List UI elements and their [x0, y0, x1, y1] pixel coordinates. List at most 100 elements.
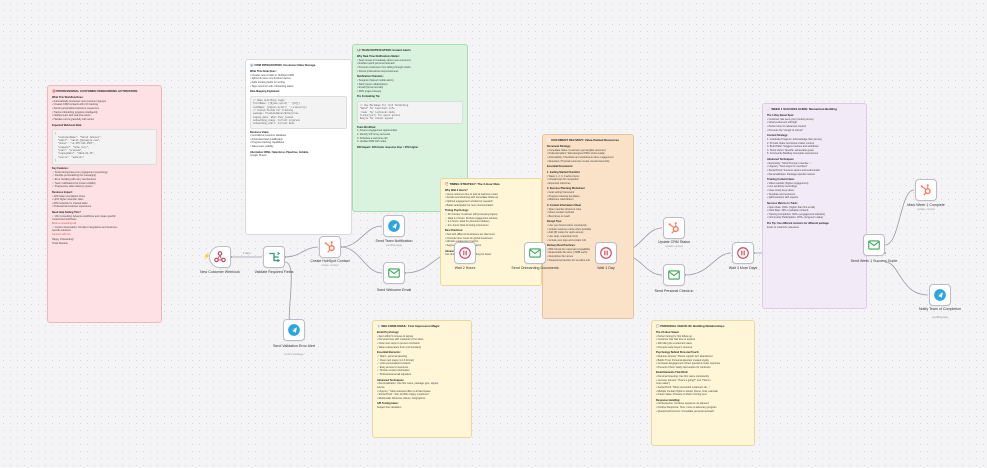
note-line: Notification Channels: [357, 75, 384, 79]
note-line: 2. Provide Value: Exclusive insider cont… [767, 141, 815, 145]
node-label: Update CRM Status [658, 240, 690, 244]
node-label: Mark Week 1 Complete [907, 203, 945, 207]
note-line: Personal tone with customer's first name [377, 338, 467, 342]
note-body: What This Workflow Does: Automatically p… [52, 96, 157, 245]
note-timing-strategy[interactable]: ⏰ TIMING STRATEGY: The 2-Hour Rule Why W… [440, 178, 542, 286]
node-send-team-notification[interactable] [383, 215, 405, 237]
note-line: Automated lead qualification [250, 138, 347, 142]
note-line: Professionalism: Well-designed PDFs show… [547, 152, 629, 156]
code-line: [Links](url) for quick access [360, 114, 400, 118]
note-line: Increases Engagement: Direct questions i… [656, 362, 750, 366]
telegram-icon [288, 324, 300, 336]
note-line: Checkboxes for completion [547, 178, 629, 182]
note-line: Social Proof: "Most successful customers… [656, 386, 750, 390]
note-week1-success-guide[interactable]: 📈 WEEK 1 SUCCESS GUIDE: Momentum Buildin… [762, 103, 867, 309]
hubspot-icon [920, 184, 931, 196]
code-line: "email": "sarah.j@example.com", [55, 138, 101, 142]
node-send-personal-check-in[interactable] [663, 264, 685, 286]
note-line: Splits full name into first/last names [250, 77, 347, 81]
note-line: Include your logo and contact info [547, 239, 629, 243]
note-line: Still riding the excitement wave [656, 342, 750, 346]
note-link[interactable]: Book a consulting call [52, 221, 77, 225]
note-title: 💬 PERSONAL CHECK-IN: Building Relationsh… [656, 324, 725, 328]
node-notify-team-of-completion[interactable] [929, 284, 951, 306]
note-title: 📈 WEEK 1 SUCCESS GUIDE: Momentum Buildin… [767, 107, 837, 111]
wire-guide-complete [884, 189, 915, 246]
code-line: } [55, 158, 57, 162]
note-line: Success Metrics to Track: [767, 201, 798, 205]
node-send-welcome-email[interactable] [383, 262, 405, 284]
node-subtitle: create: contact [321, 264, 339, 267]
note-line: 3. Build Habit: Suggest routines and wor… [767, 145, 819, 149]
note-line: Professional customer experience [52, 205, 157, 209]
note-line: Clear next steps (1-2-3 format) [377, 359, 467, 363]
note-line: more sales") [656, 382, 670, 386]
note-line: Click Rate: 15%+ (valuable content) [767, 209, 862, 213]
note-line: Initial excitement still high [767, 121, 862, 125]
node-create-hubspot-contact[interactable] [319, 236, 341, 258]
note-line: Data Mapping Explained: [250, 90, 280, 94]
note-line: 1. Celebrate Progress: Acknowledge their… [767, 137, 822, 141]
note-line: Reduces Anxiety: Shows support isn't aba… [656, 355, 750, 359]
note-line: Urgency: "Slots selected offers to limit… [377, 390, 467, 394]
note-document-delivery[interactable]: 📄 DOCUMENT DELIVERY: Value-Packed Resour… [542, 134, 634, 319]
note-line: Positive Response: Tone, move to advocac… [656, 406, 750, 410]
note-line: Expected outcomes [547, 182, 629, 186]
note-line: Expected Webhook Data: [52, 123, 82, 127]
node-new-customer-webhook[interactable] [209, 246, 231, 268]
note-title: 🎯 PROFESSIONAL CUSTOMER ONBOARDING AUTOM… [52, 89, 138, 93]
note-line: Sends personalized welcome sequences [52, 107, 157, 111]
node-send-week-1-success-guide[interactable] [863, 234, 885, 256]
email-icon [668, 270, 680, 280]
note-line: 3. Contact Information Sheet [547, 203, 582, 207]
note-line: Monitor engagement metrics [445, 240, 537, 244]
note-line: Goal setting framework [547, 191, 629, 195]
node-mark-week-1-complete[interactable] [915, 179, 937, 201]
node-send-validation-error-alert[interactable] [283, 319, 305, 341]
note-line: 40% faster completion times [52, 195, 157, 199]
node-wait-1-day[interactable] [595, 242, 617, 264]
note-line: Custom Automation: Complex integrations … [52, 226, 157, 230]
node-subtitle: update: contact [917, 208, 935, 211]
node-subtitle: update: contact [665, 245, 683, 248]
note-crm-integration[interactable]: 🏢 CRM INTEGRATION: Customer Data Storage… [245, 59, 352, 235]
note-line: Open Rate: 45%+ (higher than first email… [767, 206, 862, 210]
note-line: Links personalized contacts [377, 362, 467, 366]
code-line: // Custom fields for tracking [253, 108, 293, 112]
webhook-icon [214, 251, 226, 263]
note-link[interactable]: Connect with me [52, 232, 71, 236]
note-line: 1. Assess engagement opportunities [357, 129, 398, 133]
hubspot-icon [668, 222, 679, 234]
note-line: Essential Documents: [547, 165, 574, 169]
node-validate-required-fields[interactable] [263, 246, 285, 268]
note-personal-check-in[interactable]: 💬 PERSONAL CHECK-IN: Building Relationsh… [651, 320, 755, 446]
node-wait-2-hours[interactable] [454, 242, 476, 264]
note-line: Document Strategy: [547, 145, 571, 149]
email-icon [529, 248, 541, 258]
trigger-bolt-icon: ⚡ [203, 254, 211, 260]
note-line: Multimedia: Welcome videos, infographics [377, 397, 467, 401]
code-line: *Bold* for important info [360, 107, 395, 111]
note-onboarding-automation[interactable]: 🎯 PROFESSIONAL CUSTOMER ONBOARDING AUTOM… [47, 85, 162, 323]
note-line: A/B Testing Ideas: [377, 402, 399, 406]
note-line: 24+ hours: Risk of losing momentum [445, 224, 537, 228]
node-send-onboarding-documents[interactable] [524, 242, 546, 264]
note-line: 2. Identify VIP & key accounts [357, 132, 391, 136]
note-welcome-email[interactable]: 📧 WELCOME EMAIL: First Impression Magic … [372, 320, 472, 438]
note-line: Exclusivity: "Most Premium member..." [767, 162, 862, 166]
note-line: source [377, 385, 385, 389]
note-line: Shows professional responsiveness [357, 70, 463, 74]
node-label: Notify Team of Completion [918, 307, 962, 311]
hubspot-icon [324, 241, 335, 253]
pause-icon [459, 247, 471, 259]
note-line: Social Proof: "Join 10,000+ happy custom… [377, 393, 467, 397]
note-line: Psychology Behind Personal Touch: [656, 351, 700, 355]
wire-hubspot-welcome [340, 246, 383, 274]
code-line: // Name splitting logic [253, 98, 285, 102]
node-wait-3-more-days[interactable] [732, 242, 754, 264]
note-line: Pro Formatting Tip: [357, 95, 381, 99]
note-line: Warm, personal greeting [377, 355, 467, 359]
note-line: Human contact information [377, 369, 467, 373]
node-update-crm-status[interactable] [663, 217, 685, 239]
note-title: 📧 WELCOME EMAIL: First Impression Magic [377, 324, 440, 328]
